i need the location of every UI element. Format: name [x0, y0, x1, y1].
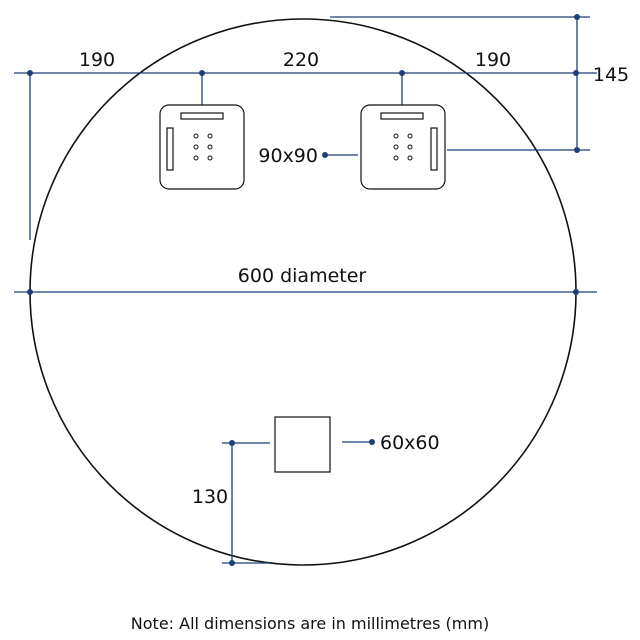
diameter-label: 600 diameter [238, 265, 367, 287]
left-offset-label: 190 [79, 49, 115, 71]
top-offset-label: 145 [593, 64, 629, 86]
diameter-dimension-line [14, 289, 597, 295]
center-spacing-label: 220 [283, 49, 319, 71]
bottom-plate [274, 416, 331, 473]
bracket-size-leader [322, 152, 358, 158]
plate-size-label: 60x60 [380, 432, 440, 454]
bracket-size-label: 90x90 [258, 145, 318, 167]
right-hanging-bracket [360, 104, 446, 190]
units-note: Note: All dimensions are in millimetres … [131, 614, 489, 633]
bottom-offset-dimension [222, 440, 270, 566]
left-hanging-bracket [159, 104, 245, 190]
bottom-offset-label: 130 [192, 486, 228, 508]
top-offset-dimension [330, 14, 590, 153]
plate-size-leader [342, 439, 375, 445]
right-offset-label: 190 [475, 49, 511, 71]
top-dimension-line [14, 70, 597, 240]
